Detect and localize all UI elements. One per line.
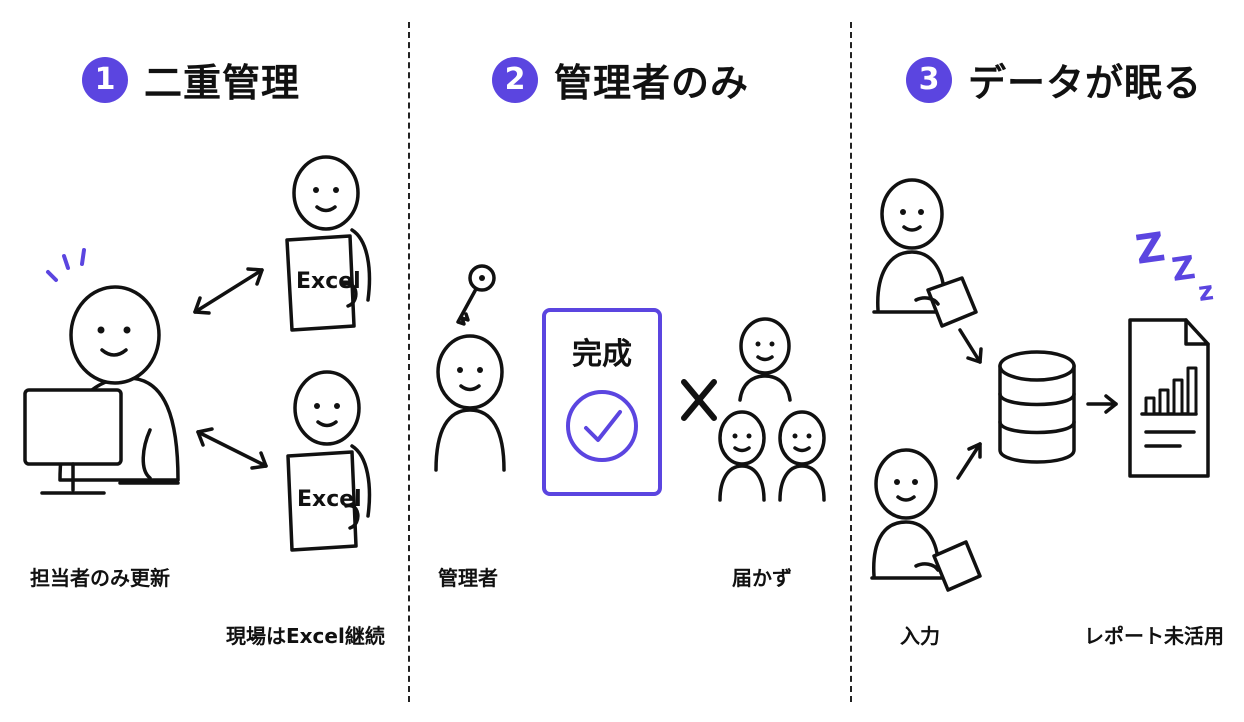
arrow-down-right-icon bbox=[958, 328, 983, 364]
panel1-illustration: Excel Excel bbox=[23, 155, 372, 552]
label-report-unused: レポート未活用 bbox=[1084, 624, 1224, 648]
step-number-badge: 2 bbox=[492, 56, 538, 103]
arrow-right-icon bbox=[1086, 394, 1118, 414]
step-number-badge: 1 bbox=[82, 56, 128, 103]
report-document-icon bbox=[1128, 318, 1210, 478]
label-input: 入力 bbox=[900, 624, 940, 648]
database-icon bbox=[998, 350, 1076, 464]
sheet-text: Excel bbox=[297, 487, 362, 512]
check-circle-icon bbox=[566, 390, 638, 462]
person-with-paper-icon bbox=[872, 178, 978, 328]
svg-text:Z: Z bbox=[1169, 248, 1197, 289]
panel-heading: 1 二重管理 bbox=[82, 52, 300, 107]
label-field-continues-excel: 現場はExcel継続 bbox=[226, 624, 385, 648]
admin-person-icon bbox=[434, 334, 506, 472]
svg-text:z: z bbox=[1196, 276, 1215, 308]
person-at-computer-icon bbox=[23, 285, 180, 495]
panel-divider-2 bbox=[850, 22, 852, 702]
panel-data-sleeping: 3 データが眠る bbox=[850, 0, 1244, 722]
panel-admin-only: 2 管理者のみ 完成 bbox=[408, 0, 850, 722]
panel-divider-1 bbox=[408, 22, 410, 702]
label-admin: 管理者 bbox=[438, 566, 498, 590]
card-text: 完成 bbox=[572, 337, 632, 372]
panel2-illustration: 完成 bbox=[434, 264, 826, 502]
panel-title: 管理者のみ bbox=[554, 61, 750, 105]
panel-title: 二重管理 bbox=[144, 61, 301, 105]
label-not-delivered: 届かず bbox=[732, 566, 792, 590]
arrow-up-right-icon bbox=[956, 442, 982, 480]
key-icon bbox=[456, 264, 496, 326]
busy-marks-icon bbox=[46, 248, 86, 282]
person-with-sheet-icon: Excel bbox=[285, 155, 372, 332]
completion-card: 完成 bbox=[542, 308, 662, 496]
step-number-badge: 3 bbox=[906, 56, 952, 103]
svg-text:Z: Z bbox=[1133, 224, 1168, 274]
double-arrow-icon bbox=[193, 267, 268, 470]
panel-heading: 2 管理者のみ bbox=[492, 52, 749, 107]
panel-double-management: 1 二重管理 bbox=[0, 0, 408, 722]
panel-title: データが眠る bbox=[968, 61, 1203, 105]
person-with-paper-icon bbox=[870, 448, 982, 592]
label-staff-only-update: 担当者のみ更新 bbox=[30, 566, 170, 590]
panel-heading: 3 データが眠る bbox=[906, 52, 1202, 107]
cross-icon bbox=[681, 379, 717, 421]
sleep-zzz-icon: Z Z z bbox=[1133, 224, 1216, 308]
people-group-icon bbox=[718, 317, 826, 502]
person-with-sheet-icon: Excel bbox=[286, 370, 372, 552]
sheet-text: Excel bbox=[296, 269, 361, 294]
panel3-illustration: Z Z z bbox=[870, 178, 1216, 592]
